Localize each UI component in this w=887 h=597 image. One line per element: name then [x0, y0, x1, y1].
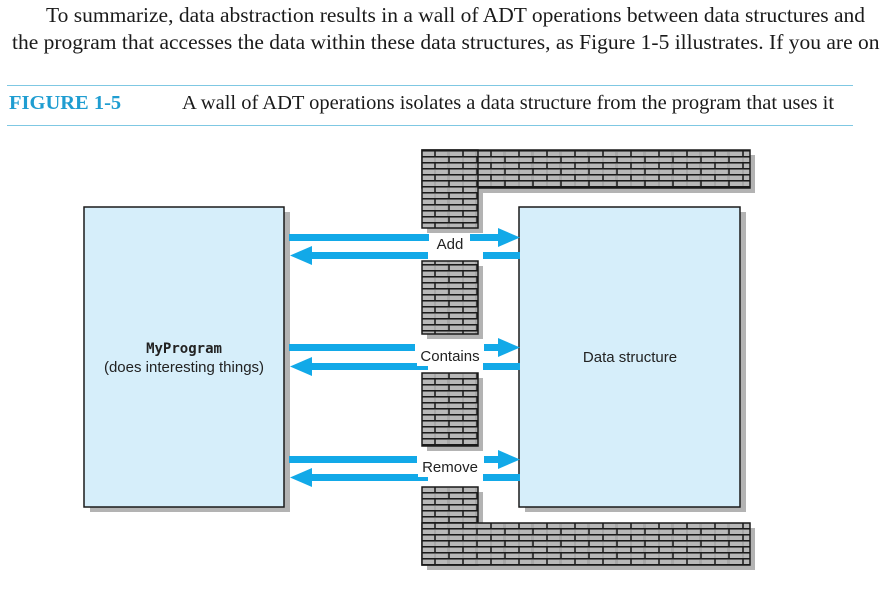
remove-response-arrowhead	[290, 468, 312, 487]
contains-response-arrowhead	[290, 357, 312, 376]
contains-response-arrow-shaft-left	[310, 363, 428, 370]
operation-label-contains: Contains	[420, 348, 479, 365]
body-text-line-1: To summarize, data abstraction results i…	[46, 3, 866, 27]
contains-request-arrow-shaft-right	[484, 344, 500, 351]
wall-bottom	[421, 486, 755, 570]
figure-bottom-rule	[7, 125, 853, 126]
add-request-arrow-shaft-left	[289, 234, 429, 241]
data-structure-label: Data structure	[583, 349, 677, 366]
operation-add: Add	[289, 228, 520, 265]
add-request-arrow-shaft-right	[470, 234, 500, 241]
remove-response-arrow-shaft-right	[483, 474, 520, 481]
add-response-arrow-shaft-left	[310, 252, 428, 259]
add-response-arrowhead	[290, 246, 312, 265]
operation-label-remove: Remove	[422, 459, 478, 476]
figure-top-rule	[7, 85, 853, 86]
wall-middle-2	[421, 372, 483, 451]
remove-request-arrowhead	[498, 450, 520, 469]
remove-request-arrow-shaft-right	[484, 456, 500, 463]
contains-response-arrow-shaft-right	[483, 363, 520, 370]
operation-remove: Remove	[289, 450, 520, 487]
data-structure-box: Data structure	[518, 206, 746, 512]
program-description: (does interesting things)	[104, 359, 264, 376]
add-response-arrow-shaft-right	[483, 252, 520, 259]
wall-middle-1	[421, 260, 483, 339]
wall-top	[421, 149, 755, 233]
program-box: MyProgram (does interesting things)	[83, 206, 290, 512]
contains-request-arrowhead	[498, 338, 520, 357]
figure-caption: A wall of ADT operations isolates a data…	[182, 92, 835, 114]
contains-request-arrow-shaft-left	[289, 344, 415, 351]
operation-contains: Contains	[289, 338, 520, 376]
remove-response-arrow-shaft-left	[310, 474, 428, 481]
operation-label-add: Add	[437, 236, 464, 253]
figure-label: FIGURE 1-5	[9, 92, 122, 114]
body-text-line-2: the program that accesses the data withi…	[12, 30, 880, 54]
remove-request-arrow-shaft-left	[289, 456, 417, 463]
add-request-arrowhead	[498, 228, 520, 247]
program-name: MyProgram	[146, 341, 222, 357]
